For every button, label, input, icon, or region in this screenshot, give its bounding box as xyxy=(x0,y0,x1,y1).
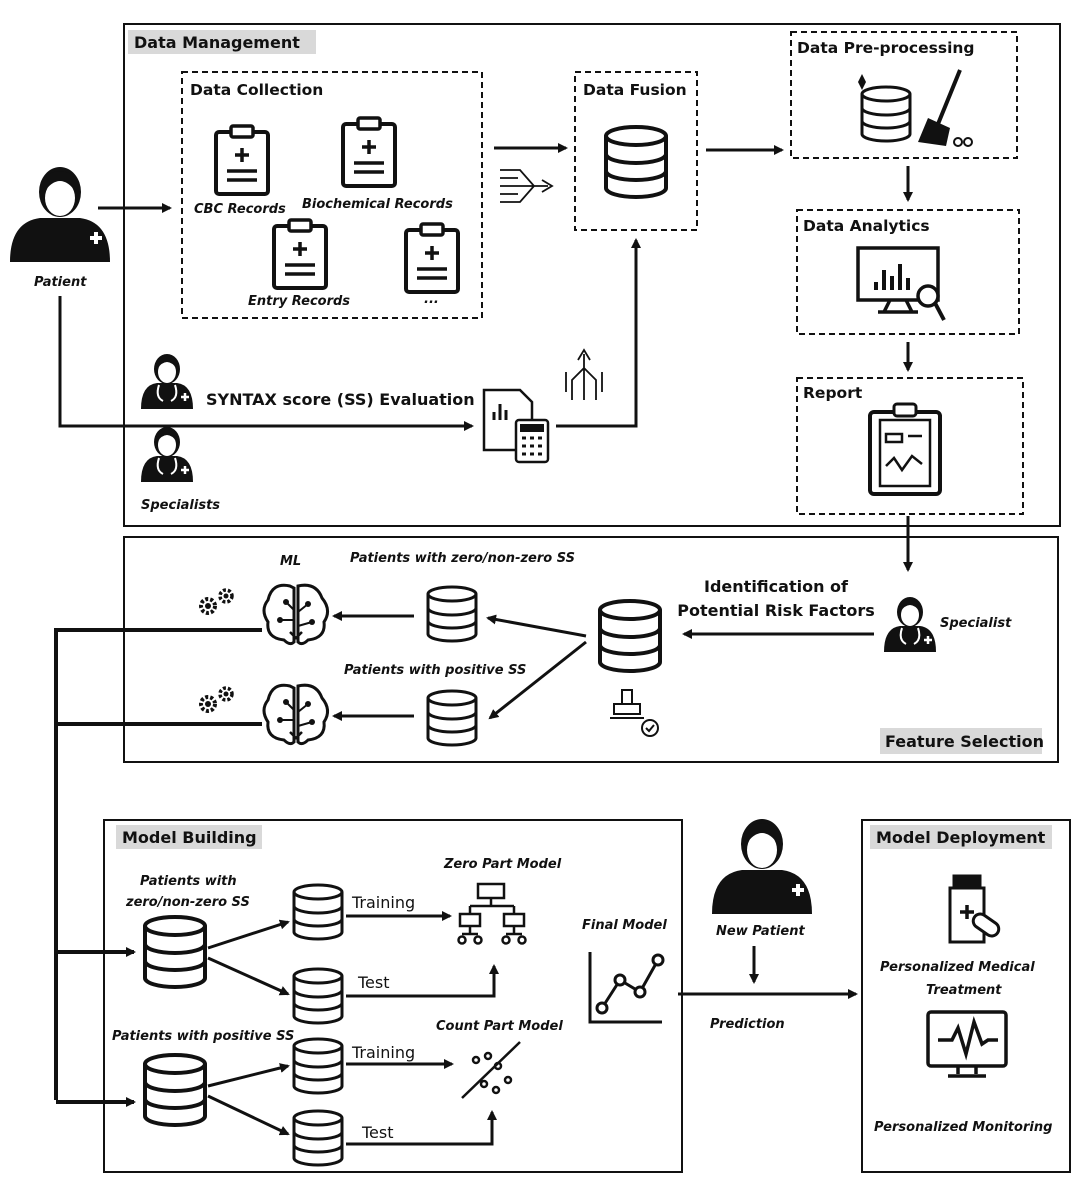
gears-icon xyxy=(199,588,234,615)
doctor-icon xyxy=(139,352,195,411)
more-records-label: ... xyxy=(424,292,439,307)
risk-factors-line1: Identification of xyxy=(704,577,849,596)
entry-records-label: Entry Records xyxy=(248,294,350,309)
report-title: Report xyxy=(803,384,863,402)
arrow-zero-training xyxy=(207,919,290,950)
merge-arrows-icon xyxy=(500,169,554,203)
training-label: Training xyxy=(351,893,415,912)
database-icon xyxy=(426,689,478,747)
data-analytics-box xyxy=(796,209,1020,335)
test-label: Test xyxy=(357,973,390,992)
training-label: Training xyxy=(351,1043,415,1062)
person-icon xyxy=(8,165,112,264)
arrow-patient-evaluation xyxy=(58,296,474,431)
new-patient-label: New Patient xyxy=(716,924,805,939)
arrow-to-positive-subset xyxy=(488,640,587,720)
medicine-bottle-icon xyxy=(948,874,1001,944)
report-box xyxy=(796,377,1024,515)
doctor-icon xyxy=(882,595,938,654)
cbc-records-label: CBC Records xyxy=(194,202,286,217)
syntax-evaluation-label: SYNTAX score (SS) Evaluation xyxy=(206,390,475,409)
scatter-icon xyxy=(461,1041,521,1099)
arrow-positive-test xyxy=(207,1094,290,1136)
mb-zero-label-line2: zero/non-zero SS xyxy=(125,895,250,910)
model-building-title: Model Building xyxy=(122,828,257,847)
clipboard-icon xyxy=(214,124,270,196)
database-clean-icon xyxy=(860,85,912,143)
data-analytics-title: Data Analytics xyxy=(803,217,930,235)
risk-factors-line2: Potential Risk Factors xyxy=(677,601,874,620)
count-part-model-label: Count Part Model xyxy=(436,1019,563,1034)
arrow-evaluation-fusion xyxy=(556,238,641,428)
patient-label: Patient xyxy=(34,275,87,290)
medical-treatment-line2: Treatment xyxy=(926,983,1002,998)
specialist-label: Specialist xyxy=(940,616,1012,631)
brain-icon xyxy=(262,583,330,646)
stamp-icon xyxy=(610,689,659,737)
biochemical-records-label: Biochemical Records xyxy=(302,197,453,212)
specialists-label: Specialists xyxy=(141,498,220,513)
clipboard-icon xyxy=(272,218,328,290)
section-tab-bg xyxy=(116,825,262,849)
person-icon xyxy=(710,817,814,916)
ml-label: ML xyxy=(280,554,301,569)
data-management-title: Data Management xyxy=(134,33,300,52)
database-icon xyxy=(143,1053,207,1127)
upload-arrows-icon xyxy=(565,348,603,400)
arrow-positive-training xyxy=(207,1063,290,1088)
database-icon xyxy=(604,125,668,199)
model-building-frame xyxy=(103,819,683,1173)
prediction-label: Prediction xyxy=(710,1017,785,1032)
feature-selection-title: Feature Selection xyxy=(885,732,1044,751)
data-fusion-title: Data Fusion xyxy=(583,81,687,99)
database-icon xyxy=(143,915,207,989)
database-icon xyxy=(292,883,344,941)
feature-selection-frame xyxy=(123,536,1059,763)
clipboard-icon xyxy=(404,222,460,294)
personalized-monitoring-label: Personalized Monitoring xyxy=(874,1120,1052,1135)
calculator-icon xyxy=(482,388,550,464)
data-collection-title: Data Collection xyxy=(190,81,323,99)
monitor-chart-icon xyxy=(856,246,946,321)
final-model-label: Final Model xyxy=(582,918,667,933)
connector-bus-main xyxy=(54,628,262,1100)
model-deployment-title: Model Deployment xyxy=(876,828,1046,847)
arrow-test-zero-model xyxy=(346,964,499,998)
fs-zero-nonzero-label: Patients with zero/non-zero SS xyxy=(350,551,575,566)
line-chart-icon xyxy=(588,952,665,1024)
mb-positive-label: Patients with positive SS xyxy=(112,1029,294,1044)
data-fusion-box xyxy=(574,71,698,231)
data-management-frame xyxy=(123,23,1061,527)
arrow-to-zero-subset xyxy=(486,614,587,638)
database-icon xyxy=(292,967,344,1025)
data-collection-box xyxy=(181,71,483,319)
database-icon xyxy=(292,1037,344,1095)
mb-zero-label-line1: Patients with xyxy=(140,874,237,889)
section-tab-bg xyxy=(870,825,1052,849)
model-deployment-frame xyxy=(861,819,1071,1173)
data-preprocessing-box xyxy=(790,31,1018,159)
clipboard-icon xyxy=(341,116,397,188)
database-icon xyxy=(598,599,662,673)
fs-positive-label: Patients with positive SS xyxy=(344,663,526,678)
section-tab-bg xyxy=(880,728,1042,754)
database-icon xyxy=(426,585,478,643)
report-clipboard-icon xyxy=(868,402,942,496)
arrow-test-count-model xyxy=(346,1110,497,1146)
medical-treatment-line1: Personalized Medical xyxy=(880,960,1035,975)
hierarchy-icon xyxy=(457,882,527,945)
vitals-monitor-icon xyxy=(926,1010,1008,1078)
gears-icon xyxy=(199,686,234,713)
test-label: Test xyxy=(361,1123,394,1142)
doctor-icon xyxy=(139,425,195,484)
data-preprocessing-title: Data Pre-processing xyxy=(797,39,975,57)
zero-part-model-label: Zero Part Model xyxy=(443,857,562,872)
brain-icon xyxy=(262,683,330,746)
broom-icon xyxy=(858,69,973,147)
section-tab-bg xyxy=(128,30,316,54)
database-icon xyxy=(292,1109,344,1167)
arrow-zero-test xyxy=(207,956,290,996)
